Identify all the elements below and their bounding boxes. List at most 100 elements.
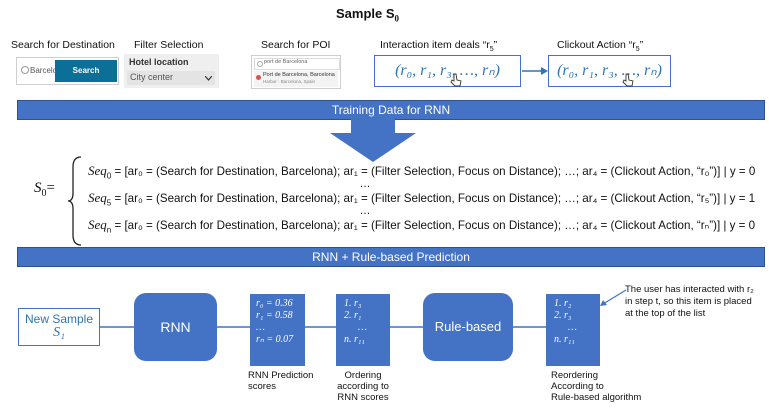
poi-widget: port de Barcelona Port de Barcelona, Bar… — [251, 55, 341, 89]
score-ellipsis: … — [256, 322, 265, 333]
filter-select[interactable]: City center — [127, 71, 215, 85]
clickout-label-end: ” — [639, 39, 644, 51]
scores-caption: RNN Prediction scores — [248, 370, 313, 392]
filter-widget: Hotel location City center — [124, 54, 219, 88]
interaction-label-text: Interaction item deals “r — [380, 39, 490, 51]
clickout-label-sub: 5 — [635, 46, 640, 54]
step-label-search-destination: Search for Destination — [11, 39, 115, 51]
note-line-2: in step t, so this item is placed — [625, 296, 752, 307]
rule-based-box: Rule-based — [423, 293, 513, 361]
poi-result[interactable]: Port de Barcelona, Barcelona Harbor · Ba… — [254, 71, 338, 87]
scores-box: r₀ = 0.36 r₁ = 0.58 … rₙ = 0.07 — [250, 294, 305, 366]
step-label-interaction: Interaction item deals “r5” — [380, 39, 497, 53]
sequence-row-5: Seq5 = [ar₀ = (Search for Destination, B… — [88, 190, 755, 207]
title-text: Sample S — [336, 6, 395, 21]
left-brace — [67, 156, 82, 246]
seq5-text: = [ar₀ = (Search for Destination, Barcel… — [111, 192, 756, 205]
reorder-ellipsis: … — [568, 322, 577, 333]
training-data-bar: Training Data for RNN — [17, 100, 765, 120]
poi-result-text: Port de Barcelona, Barcelona — [263, 72, 335, 78]
interaction-items-box: (r₀, r₁, r₃, …, rₙ) — [374, 55, 521, 87]
reorder-caption-1: Reordering — [551, 370, 598, 381]
poi-result-sub: Harbor · Barcelona, Spain — [263, 79, 316, 84]
seq5-name: Seq — [88, 190, 107, 205]
seqn-name: Seq — [88, 217, 107, 232]
filter-heading: Hotel location — [129, 57, 189, 67]
chevron-down-icon — [205, 76, 212, 81]
s0-label: S0= — [34, 180, 55, 199]
ordering-item-1: 1. r₃ — [344, 298, 362, 309]
interaction-label-sub: 5 — [489, 46, 494, 54]
new-sample-box: New Sample S₁ — [18, 308, 100, 346]
pin-icon — [256, 75, 261, 80]
seq0-name: Seq — [88, 163, 107, 178]
reorder-item-n: n. r₁₁ — [554, 334, 575, 345]
step-label-clickout: Clickout Action “r5” — [557, 39, 643, 53]
scores-caption-1: RNN Prediction — [248, 370, 314, 381]
step-label-poi: Search for POI — [261, 39, 331, 51]
new-sample-line2: S₁ — [53, 325, 65, 340]
seqn-sub: n — [106, 225, 112, 235]
poi-search-input[interactable]: port de Barcelona — [254, 58, 340, 70]
poi-search-icon — [257, 61, 263, 67]
rnn-prediction-label: RNN + Rule-based Prediction — [312, 250, 470, 264]
s0-label-sub: 0 — [41, 188, 47, 199]
seqn-text: = [ar₀ = (Search for Destination, Barcel… — [111, 219, 756, 232]
sequence-row-n: Seqn = [ar₀ = (Search for Destination, B… — [88, 217, 755, 234]
reorder-item-2: 2. r₃ — [554, 310, 572, 321]
down-arrow-icon — [330, 119, 416, 162]
rnn-box: RNN — [134, 293, 217, 361]
poi-query: port de Barcelona — [264, 59, 308, 65]
ordering-caption-3: RNN scores — [337, 392, 389, 403]
reorder-box: 1. r₂ 2. r₃ … n. r₁₁ — [546, 294, 600, 366]
ellipsis-2: … — [359, 205, 371, 217]
ordering-item-n: n. r₁₁ — [344, 334, 365, 345]
search-button-label: Search — [72, 66, 100, 75]
diagram-title: Sample S0 — [336, 6, 399, 24]
cursor-hand-icon — [450, 73, 462, 87]
reorder-caption-3: Rule-based algorithm — [551, 392, 642, 403]
new-sample-line1: New Sample — [24, 312, 94, 326]
s0-equals: = — [46, 180, 55, 196]
search-input[interactable]: Barcelona — [30, 66, 67, 75]
training-data-label: Training Data for RNN — [331, 103, 451, 117]
cursor-hand-icon-clickout — [622, 73, 634, 87]
score-rn: rₙ = 0.07 — [256, 334, 294, 345]
rnn-prediction-bar: RNN + Rule-based Prediction — [17, 247, 765, 267]
step-label-filter: Filter Selection — [134, 39, 204, 51]
pipeline-connectors — [100, 326, 546, 328]
note-line-1: The user has interacted with r₂ — [625, 284, 754, 295]
ordering-caption: Ordering according to RNN scores — [326, 370, 400, 403]
filter-selected-value: City center — [130, 72, 174, 82]
clickout-label-text: Clickout Action “r — [557, 39, 636, 51]
score-r1: r₁ = 0.58 — [256, 310, 293, 321]
ordering-caption-1: Ordering — [344, 370, 382, 381]
explanation-note: The user has interacted with r₂ in step … — [625, 284, 754, 320]
reorder-caption: Reordering According to Rule-based algor… — [551, 370, 641, 403]
arrow-right-icon — [522, 67, 548, 75]
interaction-label-end: ” — [493, 39, 498, 51]
scores-caption-2: scores — [248, 381, 276, 392]
reorder-item-1: 1. r₂ — [554, 298, 572, 309]
ordering-caption-2: according to — [337, 381, 389, 392]
ordering-item-2: 2. r₁ — [344, 310, 362, 321]
search-button[interactable]: Search — [55, 60, 117, 82]
seq0-text: = [ar₀ = (Search for Destination, Barcel… — [111, 165, 756, 178]
title-subscript: 0 — [394, 13, 400, 24]
note-line-3: at the top of the list — [625, 308, 706, 319]
score-r0: r₀ = 0.36 — [256, 298, 293, 309]
rnn-box-label: RNN — [160, 319, 191, 335]
seq0-sub: 0 — [106, 171, 112, 181]
ordering-ellipsis: … — [358, 322, 367, 333]
ordering-box: 1. r₃ 2. r₁ … n. r₁₁ — [336, 294, 390, 366]
note-arrow-icon — [600, 289, 627, 306]
reorder-caption-2: According to — [551, 381, 604, 392]
s0-label-text: S — [34, 180, 42, 196]
sequence-row-0: Seq0 = [ar₀ = (Search for Destination, B… — [88, 163, 755, 180]
ellipsis-1: … — [359, 178, 371, 190]
clickout-items-box: (r₀, r₁, r₃, …, rₙ) — [548, 55, 671, 87]
search-icon — [21, 66, 29, 74]
search-widget: Barcelona Search — [16, 57, 119, 85]
seq5-sub: 5 — [106, 198, 112, 208]
rule-based-label: Rule-based — [434, 319, 502, 334]
